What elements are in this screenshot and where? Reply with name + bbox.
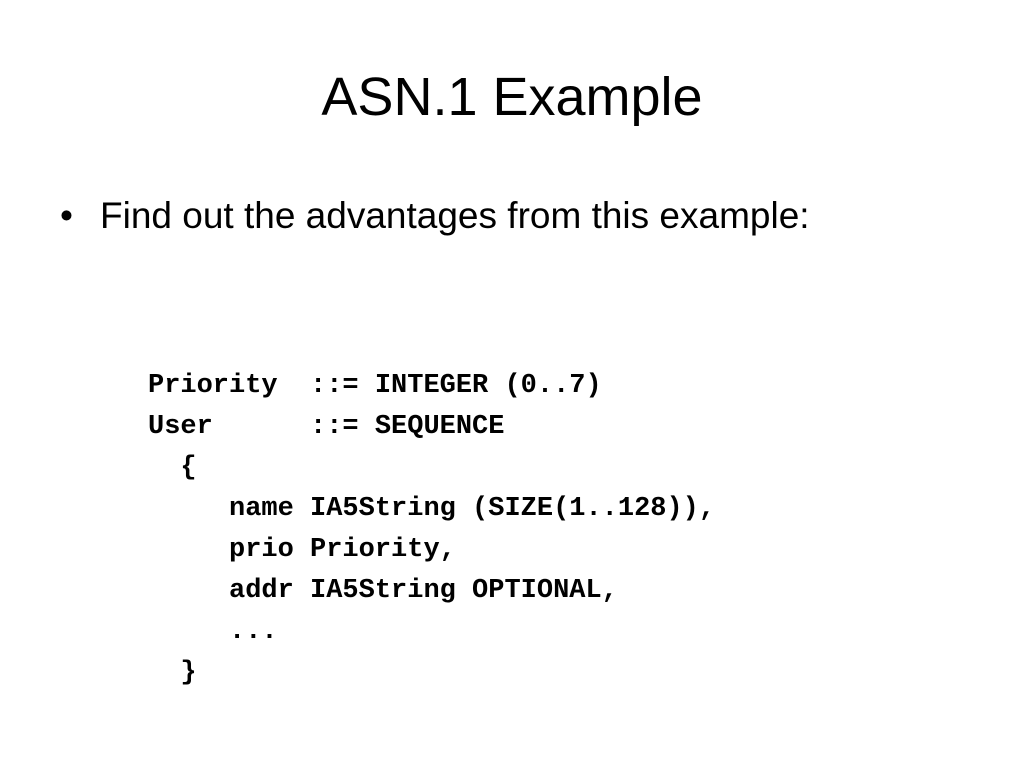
slide-title: ASN.1 Example [321, 67, 703, 127]
code-line: } [148, 658, 197, 688]
bullet-marker: • [60, 195, 73, 236]
code-block: Priority ::= INTEGER (0..7)User ::= SEQU… [148, 366, 715, 694]
code-line: User ::= SEQUENCE [148, 412, 505, 442]
code-line: addr IA5String OPTIONAL, [148, 576, 618, 606]
code-line: Priority ::= INTEGER (0..7) [148, 371, 602, 401]
code-line: ... [148, 617, 278, 647]
code-line: name IA5String (SIZE(1..128)), [148, 494, 716, 524]
code-line: { [148, 453, 197, 483]
code-line: prio Priority, [148, 535, 456, 565]
bullet-item: • Find out the advantages from this exam… [60, 190, 820, 242]
bullet-text: Find out the advantages from this exampl… [100, 195, 810, 236]
